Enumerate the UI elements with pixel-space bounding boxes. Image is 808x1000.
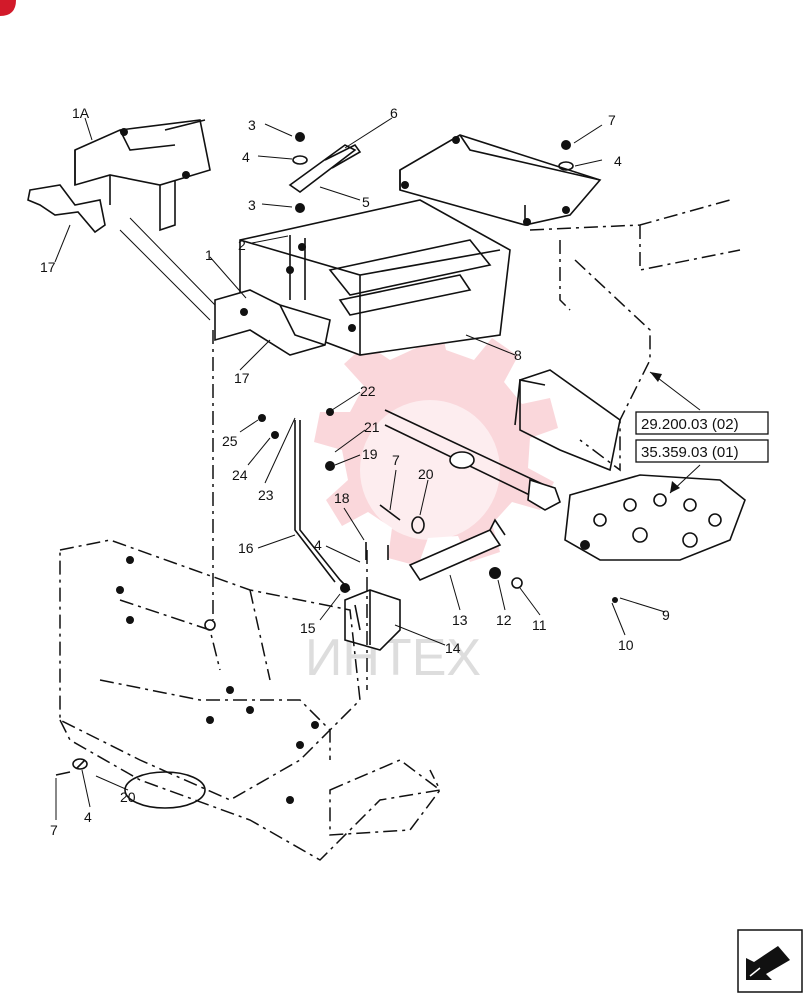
valve-mount-panel <box>514 199 741 472</box>
red-corner-mark <box>0 0 16 16</box>
callout: 6 <box>390 105 398 121</box>
callout: 15 <box>300 620 316 636</box>
callout: 4 <box>614 153 622 169</box>
callout: 20 <box>418 466 434 482</box>
callout: 10 <box>618 637 634 653</box>
callout: 21 <box>364 419 380 435</box>
callout: 11 <box>532 617 547 633</box>
callout: 5 <box>362 194 370 210</box>
callout: 12 <box>496 612 512 628</box>
bracket-1a <box>27 119 216 321</box>
watermark-text: ИНТЕХ <box>305 629 481 687</box>
rear-cover <box>399 134 602 226</box>
callout: 17 <box>40 259 56 275</box>
ref-arrow-1 <box>650 372 662 382</box>
reference-box-1[interactable]: 29.200.03 (02) <box>635 411 769 435</box>
reference-text[interactable]: 29.200.03 (02) <box>641 416 739 433</box>
callout: 20 <box>120 789 136 805</box>
callout: 22 <box>360 383 376 399</box>
callout: 7 <box>392 452 400 468</box>
callout: 1 <box>205 247 213 263</box>
watermark-gear-logo <box>314 322 558 566</box>
callout: 4 <box>84 809 92 825</box>
console-housing <box>214 199 511 356</box>
callout: 25 <box>222 433 238 449</box>
fasteners <box>55 132 618 776</box>
callout: 4 <box>242 149 250 165</box>
linkage-rod <box>294 409 561 591</box>
callout: 3 <box>248 117 256 133</box>
callout: 2 <box>238 237 246 253</box>
callout: 8 <box>514 347 522 363</box>
callout-labels: 1A 17 3 6 4 3 5 2 1 17 7 4 8 22 25 21 24… <box>40 105 670 838</box>
callout: 4 <box>314 537 322 553</box>
callout: 24 <box>232 467 248 483</box>
previous-page-arrow-icon[interactable] <box>737 929 803 993</box>
bracket-14 <box>344 589 401 651</box>
callout: 17 <box>234 370 250 386</box>
callout: 19 <box>362 446 378 462</box>
callout: 3 <box>248 197 256 213</box>
callout: 13 <box>452 612 468 628</box>
callout: 9 <box>662 607 670 623</box>
floor-plate <box>59 330 442 861</box>
ref-arrow-2 <box>670 481 680 493</box>
control-valve-block <box>564 474 746 561</box>
callout: 1A <box>72 105 90 121</box>
callout: 7 <box>608 112 616 128</box>
reference-box-2[interactable]: 35.359.03 (01) <box>635 439 769 463</box>
callout: 7 <box>50 822 58 838</box>
bracket-13 <box>408 518 506 582</box>
callout: 23 <box>258 487 274 503</box>
callout: 16 <box>238 540 254 556</box>
callout: 18 <box>334 490 350 506</box>
callout: 14 <box>445 640 461 656</box>
reference-text[interactable]: 35.359.03 (01) <box>641 444 739 461</box>
